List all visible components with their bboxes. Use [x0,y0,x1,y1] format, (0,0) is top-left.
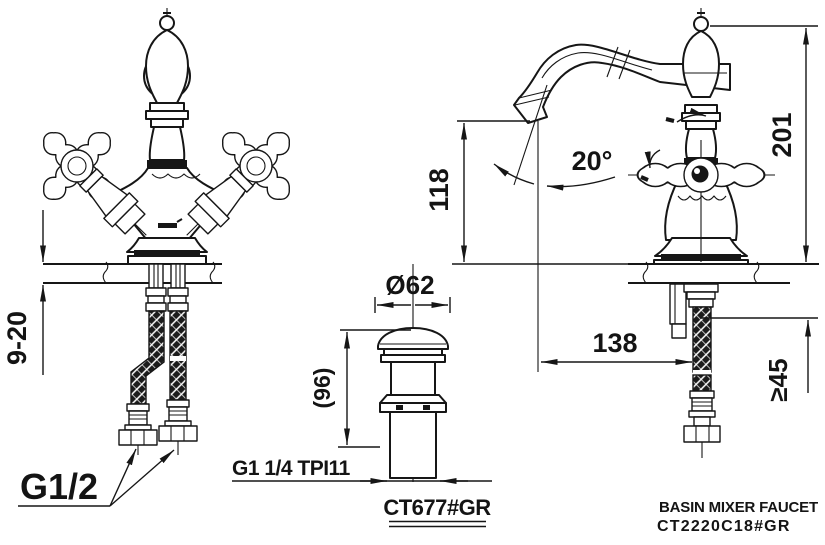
spout-reach-label: 138 [592,328,637,358]
dim-drain-diameter: Ø62 [374,270,451,313]
deck-thickness-label: 9-20 [2,311,32,365]
dim-spout-angle: 20° [493,84,616,264]
side-supply-hose [683,306,721,458]
dim-total-height: 201 [710,25,818,262]
front-body-detail [151,173,201,179]
drain-fitting-view: Ø62 (96) G1 1/4 TPI11 CT677#GR [232,264,492,528]
front-neck [148,126,186,161]
drain-height-label: (96) [309,368,335,409]
side-body-detail [677,195,727,201]
side-spout [513,43,731,124]
dim-min-clearance: ≥45 [700,317,818,402]
side-mounting-hardware [669,283,719,339]
front-popup-slot [158,223,177,228]
title-block: BASIN MIXER FAUCET CT2220C18#GR [657,499,818,535]
total-height-label: 201 [767,112,797,157]
front-handle-right [186,126,296,236]
front-supply-shanks [145,263,189,312]
front-base [126,237,208,265]
side-deck [628,261,819,284]
dim-deck-thickness: 9-20 [2,210,46,375]
drain-body [377,327,449,479]
min-clearance-label: ≥45 [763,358,793,401]
faucet-side-view: 118 20° 201 138 ≥45 [424,8,819,458]
front-finial [145,12,189,104]
drain-model-label: CT677#GR [383,495,491,520]
swivel-direction-arrow [665,107,707,123]
dim-spout-reach: 138 [537,264,692,372]
drain-diameter-label: Ø62 [385,270,434,300]
side-finial [682,12,727,98]
drain-thread-callout: G1 1/4 TPI11 [232,457,492,484]
dim-drain-height: (96) [309,329,411,448]
product-name-label: BASIN MIXER FAUCET [659,499,818,516]
front-neck-band [147,160,187,168]
spout-height-label: 118 [424,168,454,212]
front-handle-left [37,126,147,236]
front-supply-hoses [118,310,198,455]
dim-spout-height: 118 [424,120,628,265]
faucet-front-view: 9-20 G1/2 [2,8,296,507]
spout-angle-label: 20° [572,146,613,176]
product-model-label: CT2220C18#GR [657,518,791,535]
side-handle [628,140,775,262]
handle-turn-arrow [640,149,661,182]
supply-thread-label: G1/2 [20,466,98,507]
front-deck [43,261,222,284]
drain-model-callout: CT677#GR [383,495,492,528]
front-collar-rings [145,102,189,128]
drain-thread-label: G1 1/4 TPI11 [232,457,351,480]
supply-thread-callout: G1/2 [18,448,175,507]
